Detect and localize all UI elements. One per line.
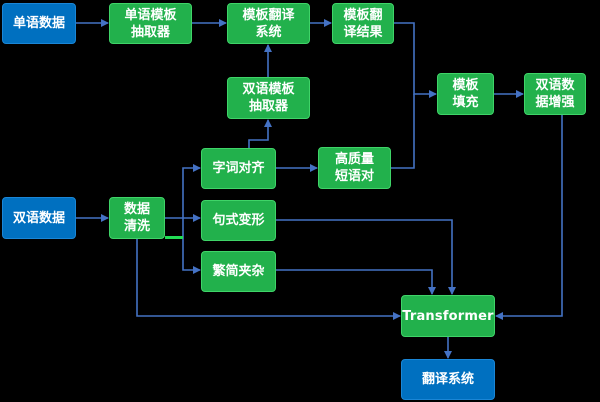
node-label: 翻译系统 — [421, 372, 474, 387]
node-label: 模板 — [452, 78, 479, 93]
template-fill-node: 模板 填充 — [437, 73, 494, 115]
bilingual-data-node: 双语数据 — [2, 197, 76, 239]
node-label: 数据 — [123, 202, 150, 217]
node-label: 高质量 — [334, 152, 374, 167]
arrow-clean-to-transformer — [136, 239, 401, 320]
node-label: 据增强 — [535, 95, 575, 110]
data-cleaning-node: 数据 清洗 — [109, 197, 165, 239]
node-label: 译结果 — [343, 24, 383, 40]
bilingual-template-extractor-node: 双语模板 抽取器 — [227, 77, 310, 119]
arrow-syntax-to-transformer — [276, 219, 456, 295]
node-label: 句式变形 — [212, 213, 265, 228]
node-label: 抽取器 — [130, 24, 170, 40]
node-label: 抽取器 — [248, 99, 288, 114]
arrow-clean-to-trad — [182, 218, 201, 274]
mono-data-node: 单语数据 — [2, 3, 76, 44]
high-quality-phrase-pairs-node: 高质量 短语对 — [318, 147, 391, 189]
arrow-augment-to-transformer — [495, 115, 563, 320]
translation-system-node: 翻译系统 — [401, 359, 495, 400]
node-label: 系统 — [255, 24, 282, 40]
template-translation-result-node: 模板翻 译结果 — [332, 3, 394, 44]
sentence-transformation-node: 句式变形 — [201, 200, 276, 241]
mono-template-extractor-node: 单语模板 抽取器 — [109, 3, 192, 44]
arrow-align-to-bi-extract — [248, 119, 272, 148]
node-label: 模板翻 — [343, 7, 383, 23]
arrow-phrase-to-fill — [391, 94, 415, 169]
bilingual-data-augmentation-node: 双语数 据增强 — [524, 73, 586, 115]
arrow-result-to-fill — [394, 22, 437, 98]
node-label: 双语数 — [535, 78, 575, 93]
node-label: 单语模板 — [124, 7, 177, 23]
node-label: 模板翻译 — [242, 7, 295, 23]
node-label: Transformer — [402, 308, 494, 324]
traditional-simplified-mix-node: 繁简夹杂 — [201, 251, 276, 292]
arrow-trad-to-transformer — [276, 269, 436, 295]
node-label: 单语数据 — [12, 16, 65, 31]
node-label: 短语对 — [334, 169, 374, 184]
highlight-bar — [165, 236, 183, 239]
transformer-node: Transformer — [401, 295, 495, 337]
node-label: 双语数据 — [12, 210, 65, 226]
node-label: 繁简夹杂 — [212, 264, 265, 279]
node-label: 字词对齐 — [212, 161, 265, 176]
template-translation-system-node: 模板翻译 系统 — [227, 3, 310, 44]
node-label: 双语模板 — [242, 82, 295, 97]
arrow-clean-to-align — [182, 164, 201, 218]
word-alignment-node: 字词对齐 — [201, 148, 276, 189]
node-label: 清洗 — [123, 219, 150, 234]
node-label: 填充 — [452, 95, 479, 110]
